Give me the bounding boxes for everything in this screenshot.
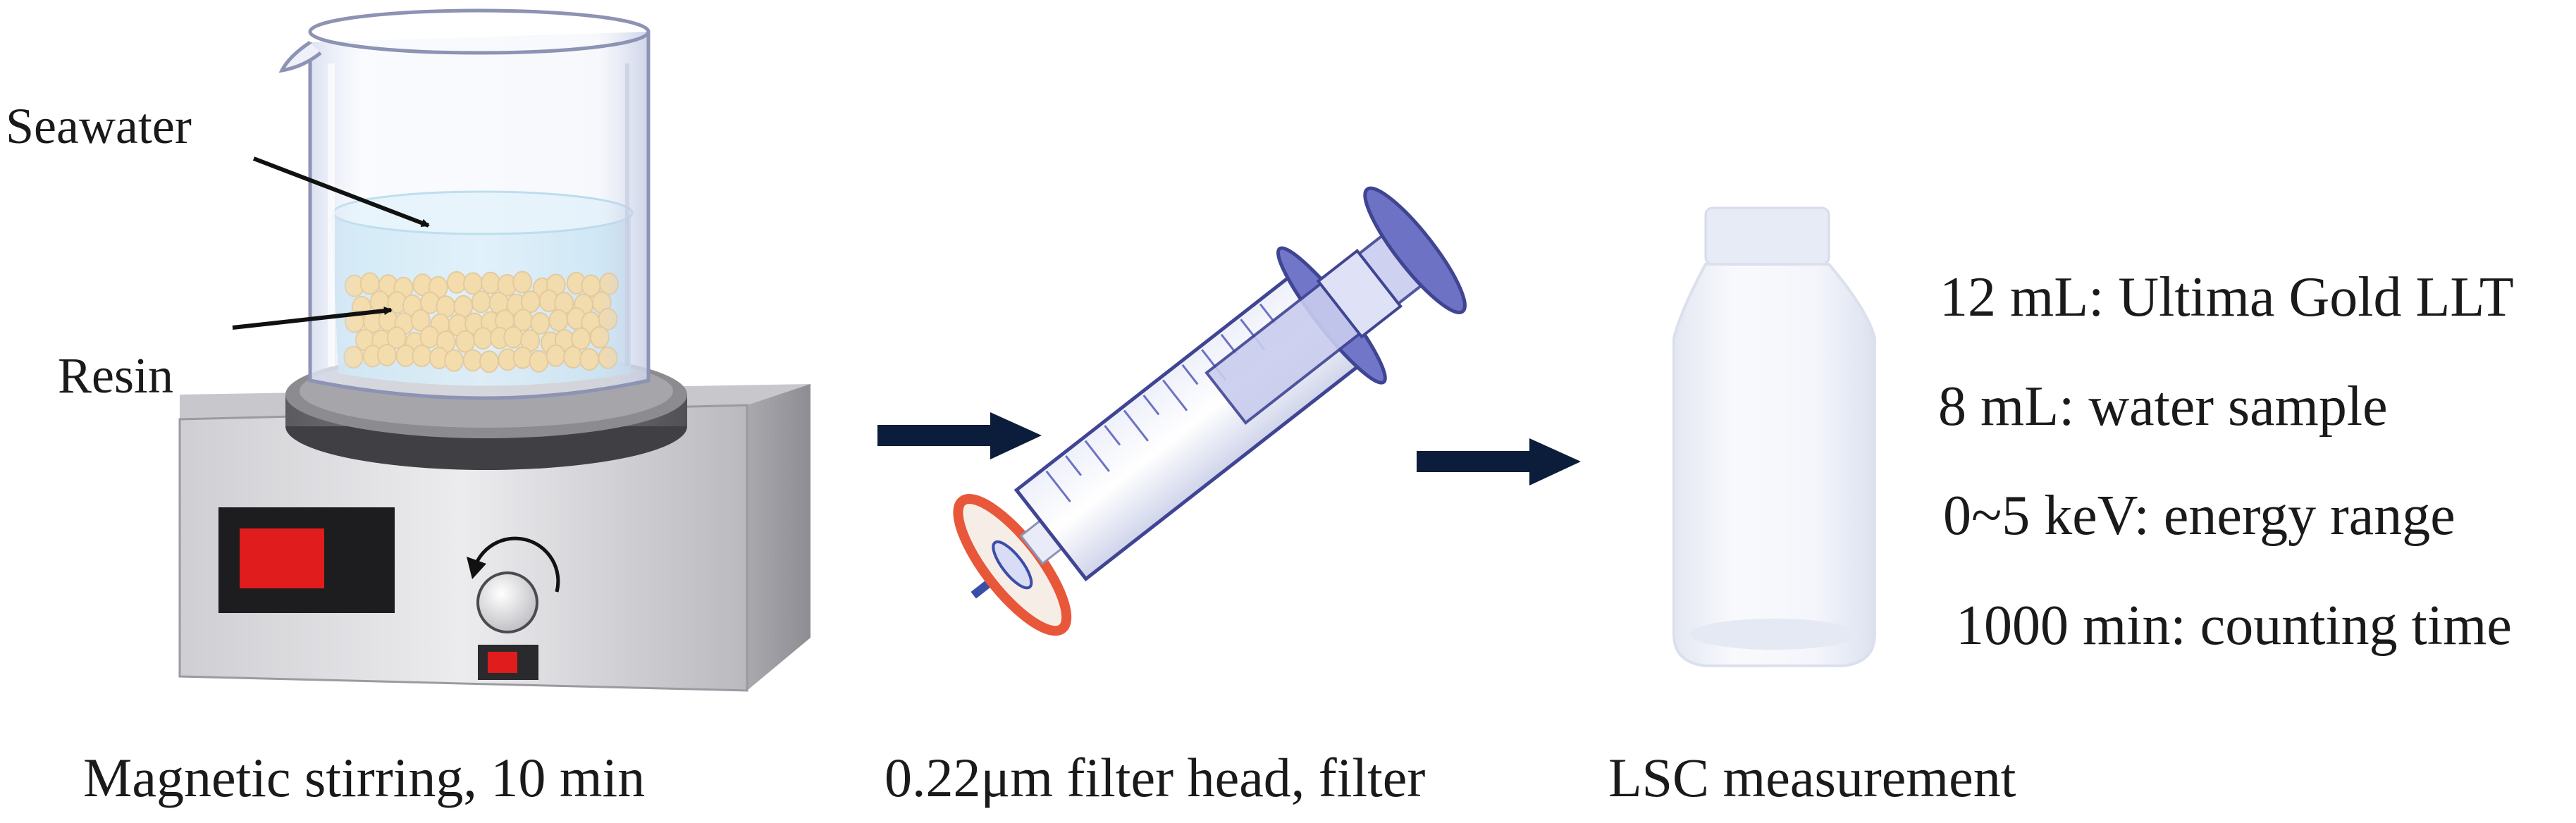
scale-tick (1065, 455, 1083, 476)
scale-tick (1181, 364, 1199, 385)
spec-counting-time: 1000 min: counting time (1956, 595, 2512, 657)
scale-tick (1123, 409, 1150, 442)
display-readout-icon (240, 528, 324, 588)
process-arrow-2 (1417, 438, 1581, 485)
resin-pointer (232, 307, 393, 330)
syringe-with-filter (953, 186, 1467, 636)
magnetic-stirrer (178, 351, 811, 692)
filter-head-icon (953, 494, 1072, 636)
beaker (278, 8, 651, 400)
scintillation-vial-icon (1672, 206, 1876, 667)
rotation-arrow-icon (472, 536, 560, 593)
scale-tick (1162, 379, 1188, 412)
resin-label: Resin (58, 347, 174, 404)
speed-knob-icon (476, 571, 538, 633)
scale-tick (1142, 394, 1160, 416)
spec-scintillator: 12 mL: Ultima Gold LLT (1940, 266, 2514, 328)
step3-caption: LSC measurement (1608, 747, 2016, 808)
spec-sample-volume: 8 mL: water sample (1938, 376, 2388, 438)
process-arrow-1 (877, 412, 1042, 459)
scale-tick (1104, 425, 1121, 446)
scale-tick (1084, 440, 1110, 472)
step1-caption: Magnetic stirring, 10 min (83, 747, 646, 808)
seawater-label: Seawater (6, 98, 192, 154)
scale-tick (1045, 470, 1071, 502)
spec-energy-range: 0~5 keV: energy range (1943, 485, 2455, 547)
step2-caption: 0.22μm filter head, filter (885, 747, 1426, 808)
seawater-pointer (252, 156, 430, 228)
